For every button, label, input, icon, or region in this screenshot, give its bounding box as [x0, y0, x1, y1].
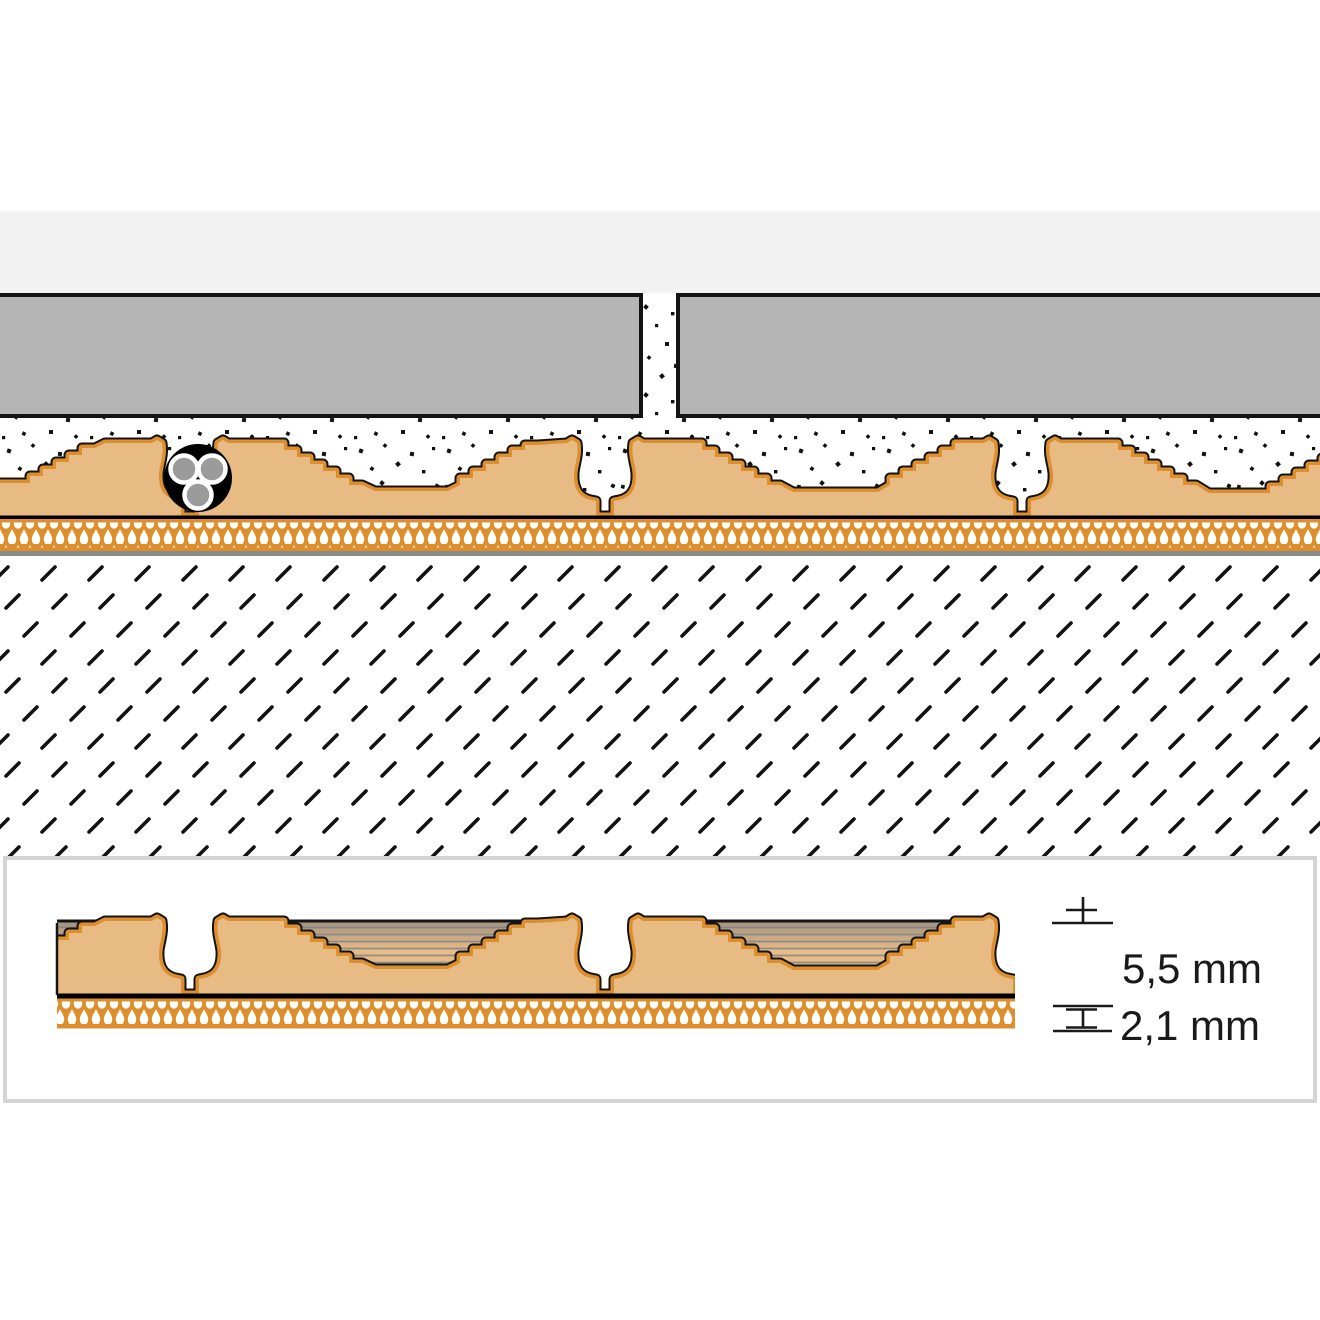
dimension-marker-membrane-height	[1052, 897, 1113, 925]
tile-covering	[0, 293, 1320, 418]
tile-left	[0, 297, 639, 414]
dimension-label-fleece-thickness: 2,1 mm	[1120, 1002, 1260, 1049]
dimension-label-membrane-height: 5,5 mm	[1122, 945, 1262, 992]
wall-background-band	[0, 211, 1320, 293]
cable-conductor	[168, 453, 200, 485]
uncoupling-membrane	[0, 440, 1320, 520]
cable-conductor	[182, 479, 214, 511]
substrate-hatch	[0, 556, 1320, 858]
detail-fleece	[57, 998, 1015, 1029]
anchoring-fleece	[0, 519, 1320, 551]
dimension-marker-fleece-thickness	[1053, 1004, 1113, 1033]
cable-conductor	[196, 453, 228, 485]
membrane-base-line	[0, 515, 1320, 520]
heating-cable	[164, 444, 232, 512]
grout-joint	[643, 293, 676, 418]
tile-right	[680, 297, 1320, 414]
detail-base-line	[57, 993, 1015, 999]
underlay-line	[0, 551, 1320, 556]
detail-membrane	[55, 918, 1015, 1029]
